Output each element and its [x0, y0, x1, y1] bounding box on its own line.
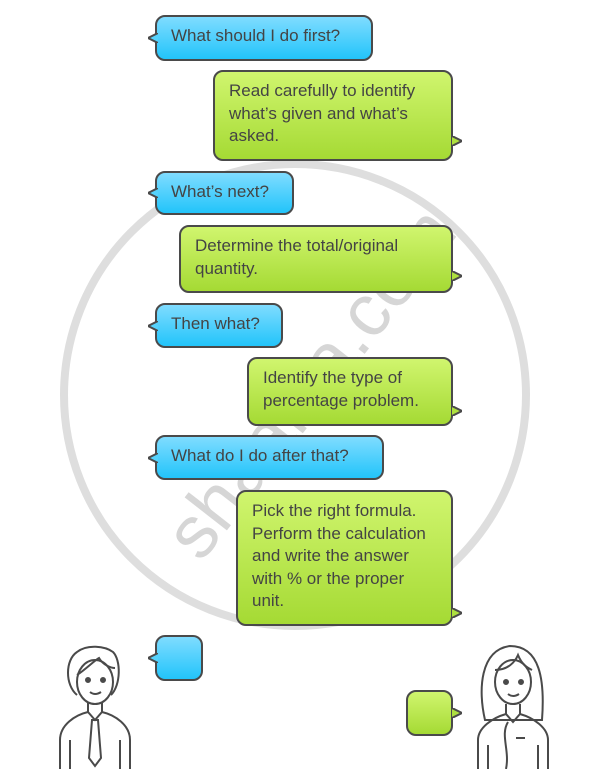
message-text: Determine the total/original quantity. [195, 236, 399, 278]
bubble-tail-icon [452, 608, 462, 618]
student-bubble: What’s next? [148, 171, 294, 215]
message-text: Identify the type of percentage problem. [263, 368, 419, 410]
student-bubble: What should I do first? [148, 15, 373, 61]
message-text: What’s next? [171, 182, 269, 201]
message-text: What do I do after that? [171, 446, 349, 465]
teacher-bubble: Determine the total/original quantity. [179, 225, 462, 293]
message-text: What should I do first? [171, 26, 341, 45]
teacher-typing-bubble [406, 690, 462, 736]
bubble-tail-icon [452, 135, 462, 146]
bubble-tail-icon [452, 271, 462, 281]
bubble-tail-icon [148, 320, 158, 331]
student-typing-bubble [148, 635, 203, 681]
bubble-tail-icon [452, 405, 462, 416]
message-text: Pick the right formula. Perform the calc… [252, 501, 426, 610]
bubble-tail-icon [452, 708, 462, 718]
message-text: Then what? [171, 314, 260, 333]
teacher-figure-icon [477, 644, 549, 769]
watermark-circle [60, 160, 530, 630]
bubble-tail-icon [148, 33, 158, 43]
teacher-bubble: Pick the right formula. Perform the calc… [236, 490, 462, 626]
student-figure-icon [59, 645, 131, 769]
bubble-tail-icon [148, 188, 158, 198]
teacher-bubble: Read carefully to identify what’s given … [213, 70, 462, 161]
message-text: Read carefully to identify what’s given … [229, 81, 416, 145]
bubble-tail-icon [148, 653, 158, 663]
teacher-bubble: Identify the type of percentage problem. [247, 357, 462, 426]
bubble-tail-icon [148, 452, 158, 463]
student-bubble: What do I do after that? [148, 435, 384, 480]
student-bubble: Then what? [148, 303, 283, 348]
